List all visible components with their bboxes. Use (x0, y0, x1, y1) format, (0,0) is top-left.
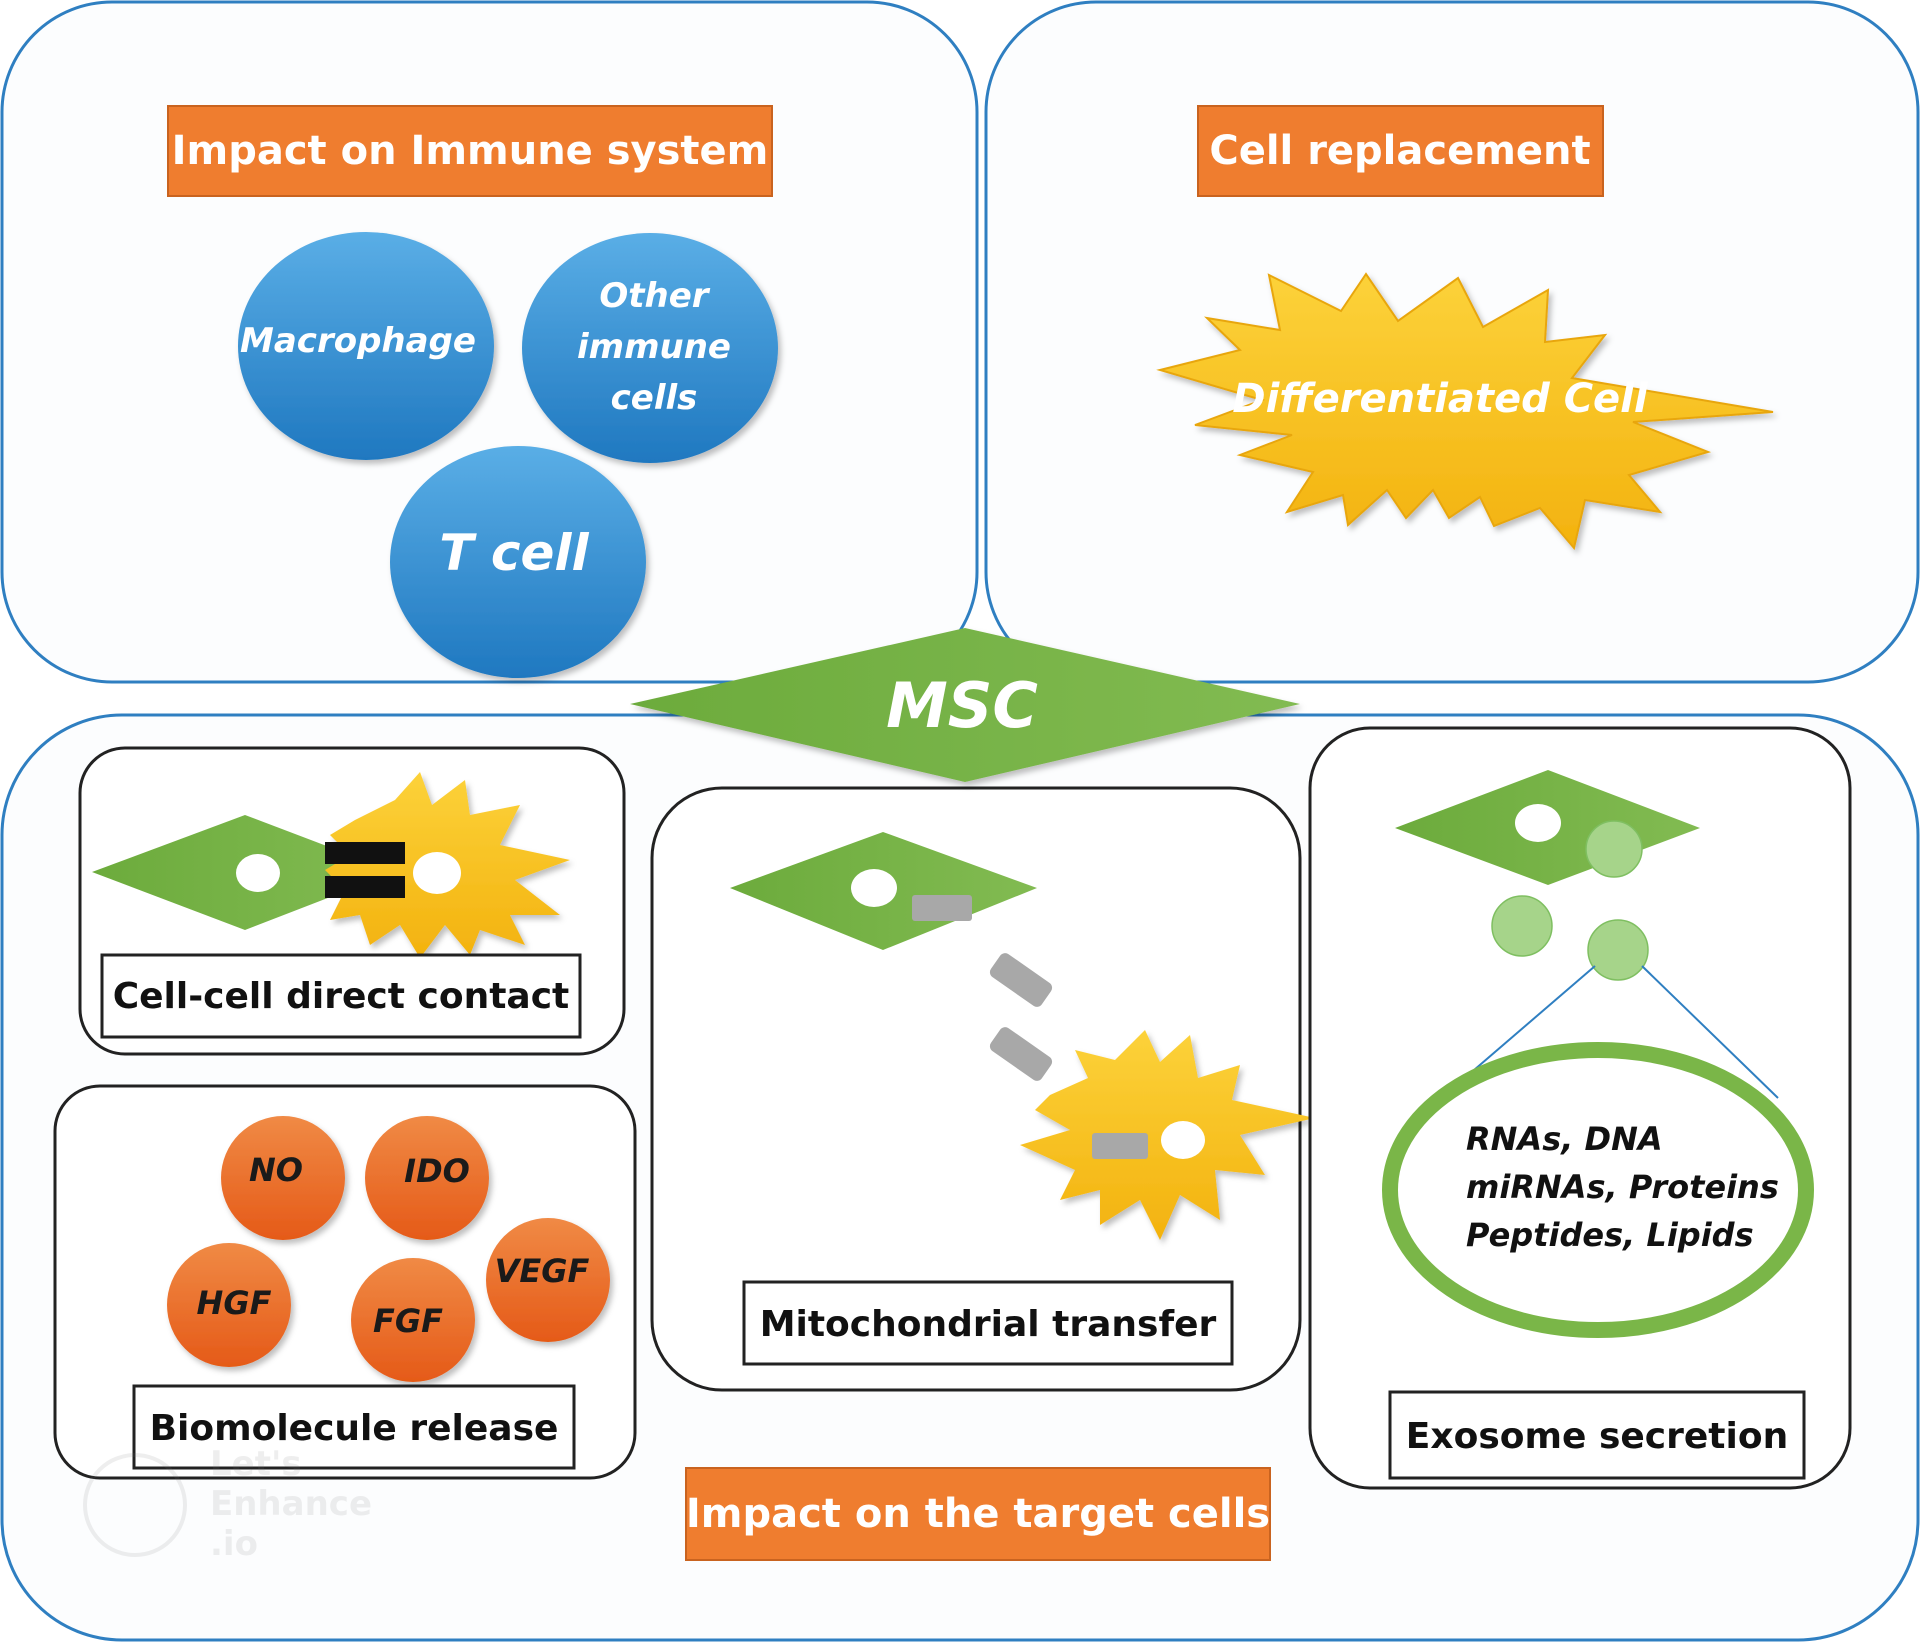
target-title: Impact on the target cells (686, 1491, 1270, 1537)
exosome-vesicle-2 (1491, 895, 1553, 957)
biomolecule-box: NO IDO HGF FGF VEGF Biomolecule release (53, 1084, 637, 1480)
biomolecule-hgf: HGF (197, 1284, 272, 1322)
exosome-vesicle-3 (1587, 919, 1649, 981)
biomolecule-label: Biomolecule release (150, 1408, 559, 1449)
biomolecule-vegf: VEGF (495, 1252, 590, 1290)
direct-contact-box: Cell-cell direct contact (78, 746, 626, 1056)
watermark-line3: .io (210, 1524, 258, 1564)
junction-bar-top (325, 842, 405, 864)
immune-system-panel: Impact on Immune system Macrophage Other… (0, 0, 979, 684)
replacement-title-box (1197, 105, 1604, 197)
other-immune-cell (522, 233, 778, 463)
biomolecule-no: NO (249, 1151, 303, 1189)
target-title-box (685, 1467, 1271, 1561)
immune-title: Impact on Immune system (172, 128, 769, 174)
other-immune-label-1: Other (599, 276, 710, 316)
ball-fgf (351, 1258, 475, 1382)
biomolecule-frame (53, 1084, 637, 1480)
watermark-line2: Enhance (210, 1484, 372, 1524)
msc-diamond (630, 628, 1300, 782)
mitochondrion-1 (912, 895, 972, 921)
mito-box: Mitochondrial transfer (650, 786, 1315, 1392)
ball-no (221, 1116, 345, 1240)
mitochondrion-3 (989, 1027, 1053, 1081)
t-cell-label: T cell (439, 524, 589, 582)
biomolecule-balls (167, 1116, 610, 1382)
other-immune-label-3: cells (611, 378, 698, 418)
mito-label: Mitochondrial transfer (760, 1304, 1217, 1345)
junction-bar-bottom (325, 876, 405, 898)
direct-contact-label-box (100, 953, 582, 1039)
t-cell (390, 446, 646, 678)
exosome-label: Exosome secretion (1406, 1416, 1788, 1457)
exosome-contents-1: RNAs, DNA (1466, 1120, 1663, 1158)
cell-replacement-panel: Cell replacement Differentiated Cell (984, 0, 1920, 684)
immune-title-box (167, 105, 773, 197)
msc-nucleus-direct (236, 854, 280, 892)
exosome-enlarged (1382, 1042, 1814, 1338)
ball-hgf (167, 1243, 291, 1367)
mitochondrion-in-target (1092, 1133, 1148, 1159)
exosome-contents-2: miRNAs, Proteins (1466, 1168, 1779, 1206)
macrophage-cell (238, 232, 494, 460)
other-immune-label-2: immune (577, 327, 731, 367)
mito-label-box (742, 1280, 1234, 1366)
watermark: Let's Enhance .io (83, 1444, 372, 1564)
msc-nucleus-mito (851, 869, 897, 907)
target-cells-panel: Cell-cell direct contact NO IDO HGF FGF … (0, 713, 1920, 1642)
exosome-box: RNAs, DNA miRNAs, Proteins Peptides, Lip… (1308, 726, 1852, 1490)
ball-vegf (486, 1218, 610, 1342)
exosome-vesicle-1 (1585, 820, 1643, 878)
replacement-title: Cell replacement (1209, 128, 1590, 174)
differentiated-cell-star (1156, 272, 1774, 551)
msc-nucleus-exosome (1515, 804, 1561, 842)
exosome-label-box (1388, 1390, 1806, 1480)
biomolecule-label-box (132, 1384, 576, 1470)
direct-contact-label: Cell-cell direct contact (113, 976, 570, 1017)
msc-center: MSC (630, 628, 1300, 782)
watermark-logo (83, 1453, 187, 1557)
watermark-line1: Let's (210, 1444, 302, 1484)
ball-ido (365, 1116, 489, 1240)
differentiated-cell-label: Differentiated Cell (1232, 376, 1649, 422)
target-nucleus-direct (413, 852, 461, 894)
target-nucleus-mito (1161, 1121, 1205, 1159)
exosome-contents-3: Peptides, Lipids (1466, 1216, 1754, 1254)
mitochondrion-2 (989, 953, 1053, 1007)
biomolecule-ido: IDO (404, 1152, 470, 1190)
mito-frame (650, 786, 1302, 1392)
zoom-line-right (1641, 965, 1779, 1099)
msc-label: MSC (886, 669, 1038, 742)
macrophage-label: Macrophage (240, 321, 476, 361)
biomolecule-fgf: FGF (373, 1302, 443, 1340)
